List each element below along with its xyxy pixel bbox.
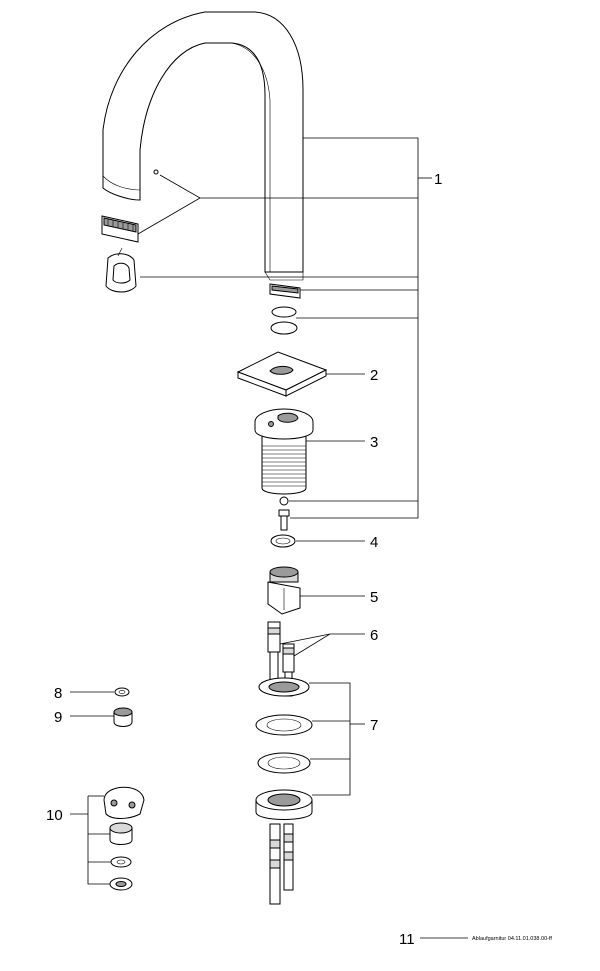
label-part-7: 7 xyxy=(370,717,378,734)
aerator-key xyxy=(105,247,137,293)
nut-9 xyxy=(113,707,133,727)
label-part-2: 2 xyxy=(370,367,378,384)
handle-knob-set xyxy=(103,786,145,891)
spout xyxy=(102,11,304,281)
part-11-description: Ablaufgarnitur 04.11.01.038.00-ff xyxy=(472,936,552,942)
label-part-8: 8 xyxy=(54,685,62,702)
lower-hoses xyxy=(269,823,294,905)
washer-small xyxy=(279,496,289,506)
label-part-4: 4 xyxy=(370,534,378,551)
ring-set xyxy=(255,677,313,820)
set-screw xyxy=(278,509,290,531)
spout-insert xyxy=(269,283,301,299)
aerator xyxy=(101,215,139,243)
leader-lines xyxy=(70,137,468,939)
base-plate xyxy=(236,351,328,397)
label-part-10: 10 xyxy=(46,807,63,824)
screw-small xyxy=(153,169,159,175)
washer-8 xyxy=(114,687,130,697)
label-part-6: 6 xyxy=(370,627,378,644)
o-ring-lower xyxy=(270,321,298,335)
valve-head xyxy=(267,566,301,615)
label-part-3: 3 xyxy=(370,434,378,451)
label-part-9: 9 xyxy=(54,709,62,726)
label-part-1: 1 xyxy=(434,171,442,188)
threaded-body xyxy=(254,408,314,495)
label-part-5: 5 xyxy=(370,589,378,606)
o-ring-4 xyxy=(270,534,296,548)
o-ring-upper xyxy=(271,306,297,318)
label-part-11: 11 xyxy=(399,931,415,948)
